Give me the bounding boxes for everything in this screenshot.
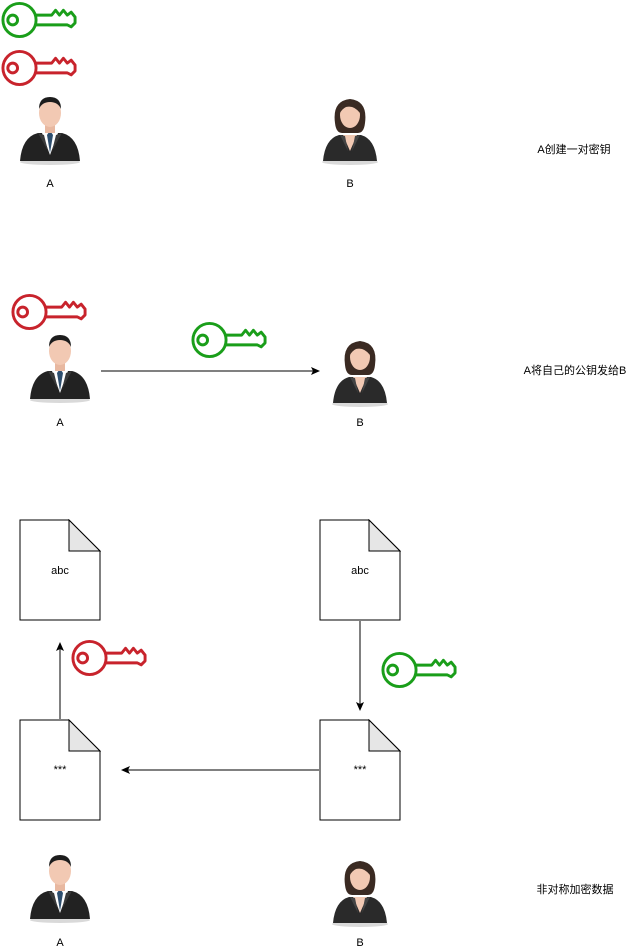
- green-key-icon: [380, 650, 458, 690]
- green-key-icon: [190, 320, 268, 360]
- step-caption: A将自己的公钥发给B: [523, 365, 627, 377]
- businesswoman-icon: [328, 854, 392, 928]
- person-b-label: B: [356, 937, 364, 949]
- red-key-icon: [0, 48, 78, 88]
- red-key-icon: [10, 292, 88, 332]
- plaintext-a: abc: [51, 565, 69, 577]
- step-caption: A创建一对密钥: [537, 144, 611, 156]
- person-a-label: A: [56, 417, 64, 429]
- step-caption: 非对称加密数据: [536, 884, 614, 896]
- person-b-label: B: [356, 417, 364, 429]
- person-a-label: A: [46, 178, 54, 190]
- ciphertext-b: ***: [353, 764, 367, 776]
- businessman-icon: [18, 92, 82, 166]
- ciphertext-a: ***: [53, 764, 67, 776]
- plaintext-b: abc: [351, 565, 369, 577]
- businessman-icon: [28, 330, 92, 404]
- businessman-icon: [28, 850, 92, 924]
- businesswoman-icon: [318, 92, 382, 166]
- person-b-label: B: [346, 178, 354, 190]
- person-a-label: A: [56, 937, 64, 949]
- green-key-icon: [0, 0, 78, 40]
- red-key-icon: [70, 638, 148, 678]
- businesswoman-icon: [328, 334, 392, 408]
